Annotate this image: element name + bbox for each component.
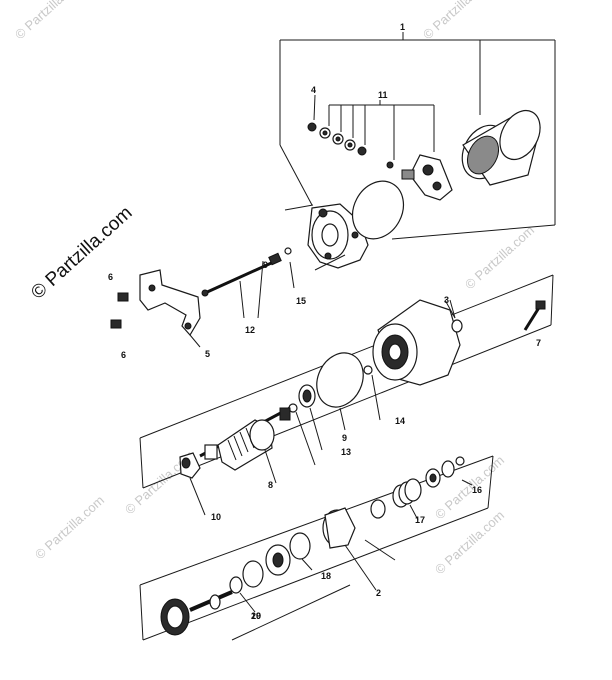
group-bracket-bottom xyxy=(139,455,494,641)
watermark-bottom-left: © Partzilla.com xyxy=(32,492,107,562)
callout-4: 4 xyxy=(311,85,316,95)
callout-6: 6 xyxy=(121,350,126,360)
washers-19-20 xyxy=(229,532,311,594)
callout-17: 17 xyxy=(415,515,425,525)
bolt-7 xyxy=(523,300,546,331)
group-bracket-1 xyxy=(279,32,556,240)
bearing-13 xyxy=(298,384,316,408)
callout-18: 18 xyxy=(321,571,331,581)
watermark-mid-right: © Partzilla.com xyxy=(462,222,537,292)
callout-1: 1 xyxy=(400,22,405,32)
watermark-top-right: © Partzilla.com xyxy=(420,0,495,42)
o-ring-9-top xyxy=(351,180,405,240)
armature xyxy=(199,406,291,471)
callout-5: 5 xyxy=(205,349,210,359)
yoke-housing xyxy=(461,109,541,186)
clutch-assembly xyxy=(322,507,356,549)
washer-stack-11 xyxy=(307,94,435,169)
watermark-top-left: © Partzilla.com xyxy=(12,0,87,42)
front-cover xyxy=(372,299,463,386)
spring-washer-18 xyxy=(364,456,465,561)
callout-20: 20 xyxy=(251,611,261,621)
callout-2: 2 xyxy=(376,588,381,598)
callout-14: 14 xyxy=(395,416,405,426)
brush-holder xyxy=(401,154,453,201)
callout-9: 9 xyxy=(263,260,268,270)
leader-lines xyxy=(189,254,473,641)
mounting-bracket xyxy=(110,269,201,348)
watermark-main: © Partzilla.com xyxy=(27,202,136,303)
callout-10: 10 xyxy=(211,512,221,522)
callout-11: 11 xyxy=(378,90,388,100)
callout-7: 7 xyxy=(536,338,541,348)
callout-15: 15 xyxy=(296,296,306,306)
callout-3: 3 xyxy=(444,295,449,305)
callout-9: 9 xyxy=(342,433,347,443)
callout-8: 8 xyxy=(268,480,273,490)
oil-seal-10 xyxy=(179,452,201,479)
through-bolts-12 xyxy=(201,247,295,319)
callout-12: 12 xyxy=(245,325,255,335)
watermark-group-faint: © Partzilla.com © Partzilla.com © Partzi… xyxy=(12,0,537,577)
o-ring-9-mid xyxy=(316,352,364,408)
callout-6: 6 xyxy=(108,272,113,282)
callout-13: 13 xyxy=(341,447,351,457)
callout-16: 16 xyxy=(472,485,482,495)
o-ring-14 xyxy=(363,365,373,375)
callout-19: 19 xyxy=(251,611,261,621)
pinion-gear xyxy=(160,590,233,636)
